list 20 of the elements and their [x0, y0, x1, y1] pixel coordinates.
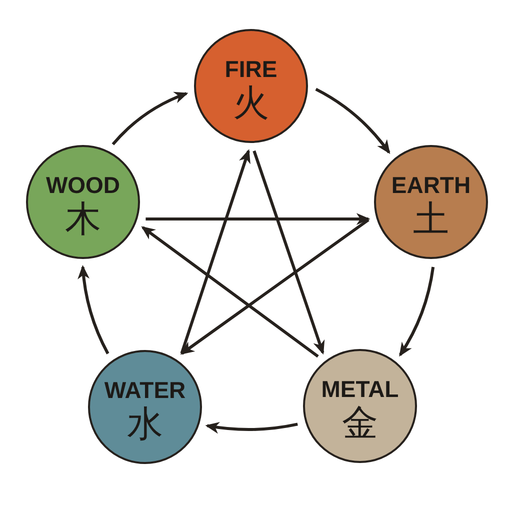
curved-arrow	[112, 92, 188, 146]
curved-arrow	[78, 265, 110, 354]
chinese-character: 木	[65, 198, 101, 240]
curved-arrow	[398, 266, 435, 357]
arrow	[252, 150, 325, 355]
element-name: EARTH	[391, 174, 471, 197]
curved-arrow	[315, 88, 390, 154]
element-name: WOOD	[46, 174, 120, 197]
element-name: METAL	[321, 378, 399, 401]
element-name: FIRE	[224, 58, 278, 81]
chinese-character: 土	[413, 198, 449, 240]
arrow	[141, 226, 319, 358]
chinese-character: 水	[127, 404, 163, 446]
chinese-character: 金	[342, 402, 378, 444]
curved-arrow	[205, 422, 298, 434]
element-name: WATER	[104, 378, 186, 402]
arrow	[180, 218, 370, 355]
arrow	[146, 213, 370, 225]
arrow	[180, 149, 250, 354]
chinese-character: 火	[233, 82, 269, 124]
